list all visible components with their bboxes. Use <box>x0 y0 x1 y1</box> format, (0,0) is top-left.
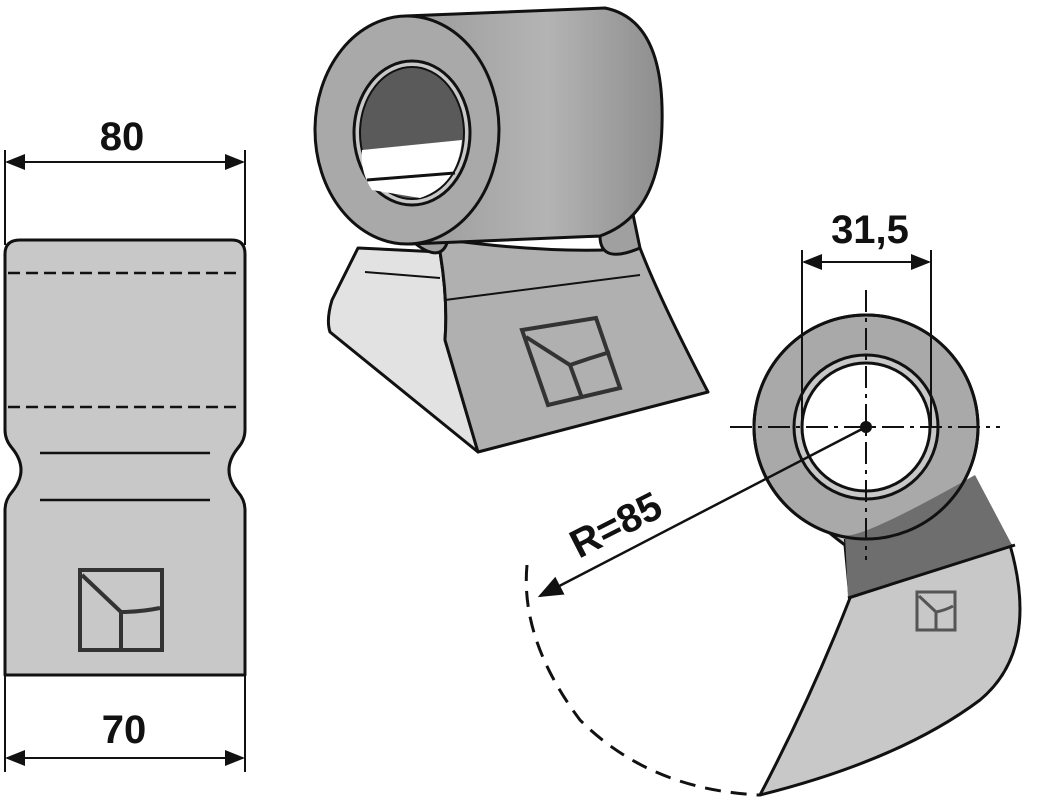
side-view: 31,5 R=85 <box>524 208 1022 797</box>
bore-31-5-dimension: 31,5 <box>801 208 932 427</box>
width-70-label: 70 <box>102 708 147 752</box>
width-70-dimension: 70 <box>4 675 246 772</box>
radius-label: R=85 <box>563 484 669 567</box>
side-view-hub-to-neck <box>845 475 1012 598</box>
manufacturer-logo-icon <box>78 568 164 652</box>
front-view: 80 70 <box>3 115 247 772</box>
manufacturer-logo-icon <box>519 315 623 408</box>
width-80-label: 80 <box>100 115 145 159</box>
width-80-dimension: 80 <box>4 115 246 245</box>
radius-arrow <box>537 426 865 598</box>
isometric-view <box>313 6 710 454</box>
iso-bore-inner-light <box>361 140 462 198</box>
bore-31-5-label: 31,5 <box>831 208 909 252</box>
front-view-body <box>3 238 247 677</box>
manufacturer-logo-icon <box>915 590 957 632</box>
iso-blade-front <box>438 238 710 454</box>
center-point <box>860 421 872 433</box>
radius-arc <box>524 564 761 797</box>
